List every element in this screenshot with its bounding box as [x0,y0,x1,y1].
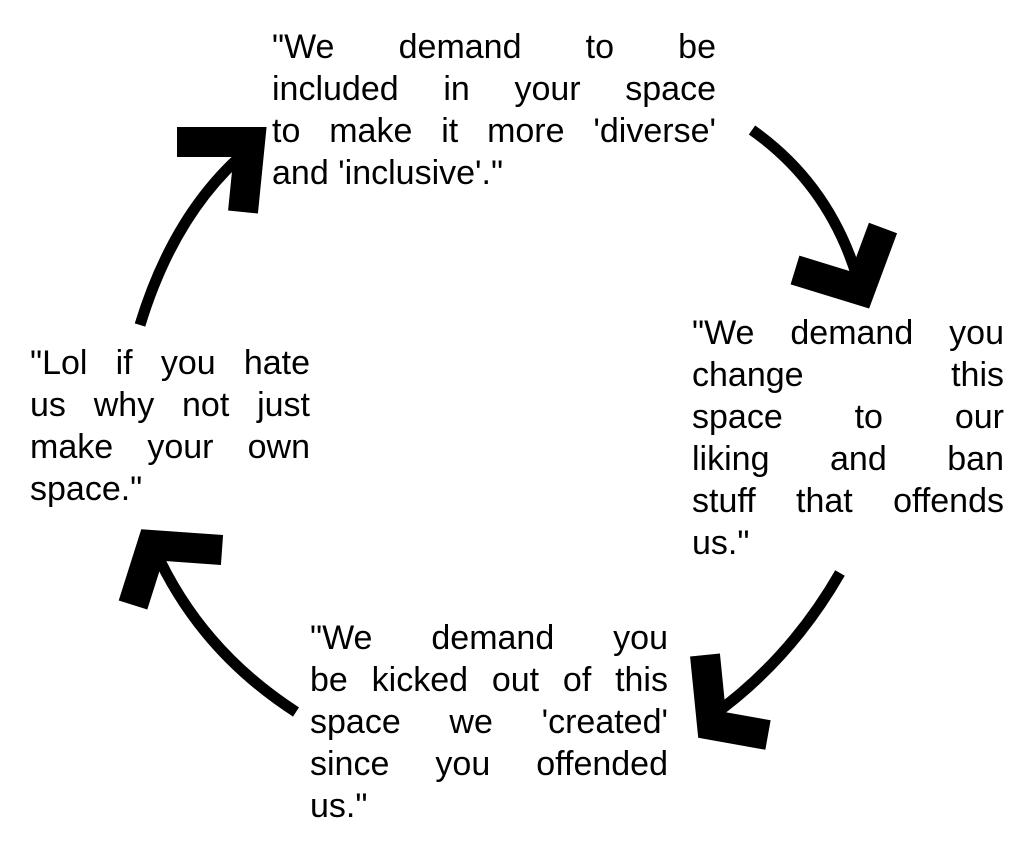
stage-left-text: "Lol if you hate us why not just make yo… [30,342,310,510]
stage-bottom-text: "We demand you be kicked out of this spa… [310,617,668,827]
text-line: space we 'created' [310,703,668,741]
text-line: and 'inclusive'." [272,154,504,192]
stage-top-text: "We demand to be included in your space … [272,26,716,194]
text-line: included in your space [272,70,716,108]
arrow-bottom-to-left [149,547,299,717]
text-line: change this [692,356,1004,394]
text-line: make your own [30,428,310,466]
arrowhead-top-icon [177,127,267,214]
text-line: to make it more 'diverse' [272,112,716,150]
arrow-right-to-bottom [708,570,845,721]
text-line: "We demand to be [272,28,716,66]
text-line: us why not just [30,386,310,424]
arrowhead-bottom-icon [690,653,771,750]
text-line: space to our [692,398,1004,436]
arrowhead-left-icon [118,529,224,610]
text-line: "Lol if you hate [30,344,310,382]
text-line: since you offended [310,745,668,783]
arrowhead-right-icon [790,222,898,309]
text-line: us." [692,524,750,562]
text-line: "We demand you [692,314,1004,352]
text-line: space." [30,470,143,508]
text-line: us." [310,787,368,825]
text-line: liking and ban [692,440,1004,478]
arrow-top-to-right [748,125,864,282]
text-line: stuff that offends [692,482,1004,520]
arrow-left-to-top [134,143,254,327]
text-line: be kicked out of this [310,661,668,699]
stage-right-text: "We demand you change this space to our … [692,312,1004,564]
text-line: "We demand you [310,619,668,657]
